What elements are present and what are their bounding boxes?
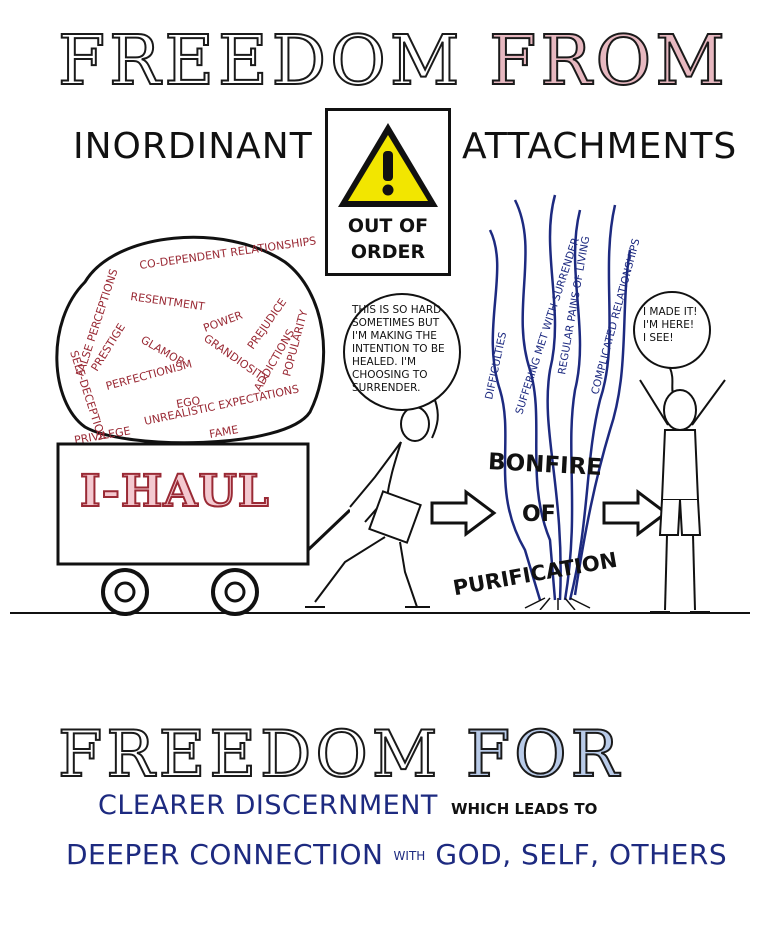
speech-bubble-right (633, 291, 711, 399)
warning-triangle-icon (338, 123, 438, 207)
sign-line-2: ORDER (350, 241, 426, 263)
cart-label: I-HAUL (79, 465, 270, 518)
bonfire-line-2: OF (522, 502, 556, 527)
ground-line (10, 612, 750, 614)
sign-line-1: OUT OF (347, 215, 429, 237)
arrow-right-icon (430, 489, 497, 537)
boulder-word: FAME (208, 423, 239, 441)
deeper-connection: DEEPER CONNECTION (66, 838, 384, 871)
god-self-others: GOD, SELF, OTHERS (435, 838, 728, 871)
footer-line-clearer: CLEARER DISCERNMENT WHICH LEADS TO (98, 790, 597, 821)
inordinant-label: INORDINANT (73, 126, 313, 167)
with-word: WITH (393, 849, 426, 863)
title-freedom-word: FREEDOM (57, 21, 490, 102)
attachments-boulder: CO-DEPENDENT RELATIONSHIPS FALSE PERCEPT… (55, 234, 326, 447)
speech-bubble-left (343, 293, 461, 439)
title-freedom-from: FREEDOM FROM (57, 21, 729, 102)
speech-right-text: I MADE IT! I'M HERE! I SEE! (643, 306, 698, 344)
boulder-word: EGO (175, 394, 201, 411)
title-from-word: FROM (488, 21, 729, 102)
which-leads-to: WHICH LEADS TO (451, 800, 598, 818)
clearer-discernment: CLEARER DISCERNMENT (98, 790, 438, 821)
footer-for-word: FOR (465, 717, 623, 793)
pulling-person (305, 406, 430, 608)
speech-left-text: THIS IS SO HARD SOMETIMES BUT I'M MAKING… (352, 304, 445, 394)
footer-line-deeper: DEEPER CONNECTION WITH GOD, SELF, OTHERS (66, 838, 727, 871)
arrow-right-icon (602, 489, 669, 537)
wagon (56, 442, 350, 616)
title-freedom-for: FREEDOM FOR (57, 717, 623, 793)
flame-word: DIFFICULTIES (483, 331, 509, 401)
footer-freedom-word: FREEDOM (57, 717, 466, 793)
bonfire-flames: DIFFICULTIES SUFFERING MET WITH SURRENDE… (483, 194, 640, 610)
out-of-order-sign: OUT OF ORDER (325, 108, 451, 276)
celebrating-person (639, 379, 726, 613)
attachments-label: ATTACHMENTS (462, 126, 738, 167)
